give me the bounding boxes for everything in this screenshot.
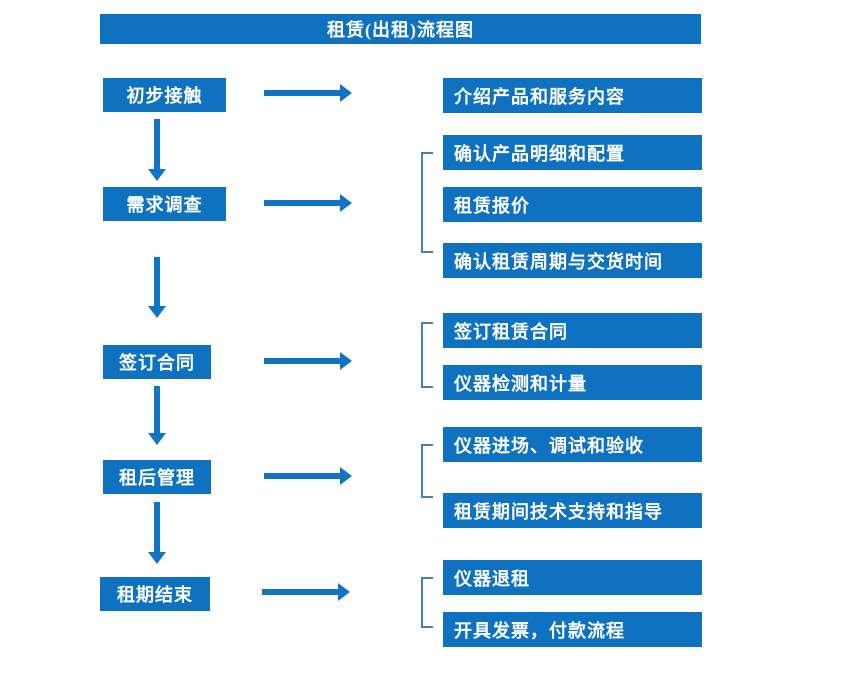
detail-box-tech-support: 租赁期间技术支持和指导 <box>443 493 702 528</box>
stage-box-initial-contact: 初步接触 <box>103 78 226 112</box>
right-arrow-5 <box>262 583 350 601</box>
right-arrow-shaft <box>264 358 340 364</box>
down-arrow-1 <box>148 119 166 181</box>
down-arrow-2 <box>148 257 166 318</box>
down-arrow-head <box>148 433 166 445</box>
right-arrow-shaft <box>264 90 340 96</box>
stage-box-sign-contract: 签订合同 <box>103 345 211 379</box>
right-arrow-head <box>340 194 352 212</box>
detail-box-rental-quote: 租赁报价 <box>443 187 702 222</box>
detail-box-confirm-period-delivery: 确认租赁周期与交货时间 <box>443 243 702 278</box>
group-bracket-demand-survey <box>421 152 433 253</box>
right-arrow-head <box>340 352 352 370</box>
down-arrow-4 <box>148 502 166 564</box>
right-arrow-3 <box>264 352 352 370</box>
group-bracket-post-rental-mgmt <box>421 444 433 498</box>
right-arrow-head <box>340 84 352 102</box>
detail-box-instrument-return: 仪器退租 <box>443 560 702 595</box>
detail-box-instrument-testing: 仪器检测和计量 <box>443 365 702 400</box>
down-arrow-shaft <box>154 502 160 552</box>
right-arrow-head <box>340 467 352 485</box>
right-arrow-shaft <box>264 200 340 206</box>
stage-box-demand-survey: 需求调查 <box>103 187 226 221</box>
right-arrow-4 <box>264 467 352 485</box>
detail-box-sign-rental-contract: 签订租赁合同 <box>443 313 702 348</box>
detail-box-instrument-setup: 仪器进场、调试和验收 <box>443 427 702 462</box>
right-arrow-head <box>338 583 350 601</box>
detail-box-introduce-products: 介绍产品和服务内容 <box>443 78 702 113</box>
group-bracket-rental-end <box>421 577 433 628</box>
down-arrow-head <box>148 552 166 564</box>
stage-box-rental-end: 租期结束 <box>100 577 210 611</box>
group-bracket-sign-contract <box>421 322 433 388</box>
down-arrow-3 <box>148 386 166 445</box>
down-arrow-head <box>148 306 166 318</box>
down-arrow-shaft <box>154 386 160 433</box>
right-arrow-shaft <box>262 589 338 595</box>
down-arrow-head <box>148 169 166 181</box>
down-arrow-shaft <box>154 119 160 169</box>
detail-box-invoice-payment: 开具发票，付款流程 <box>443 612 702 647</box>
detail-box-confirm-product-config: 确认产品明细和配置 <box>443 135 702 170</box>
flowchart-title: 租赁(出租)流程图 <box>100 14 701 44</box>
right-arrow-1 <box>264 84 352 102</box>
right-arrow-shaft <box>264 473 340 479</box>
stage-box-post-rental-mgmt: 租后管理 <box>103 460 211 494</box>
right-arrow-2 <box>264 194 352 212</box>
down-arrow-shaft <box>154 257 160 306</box>
